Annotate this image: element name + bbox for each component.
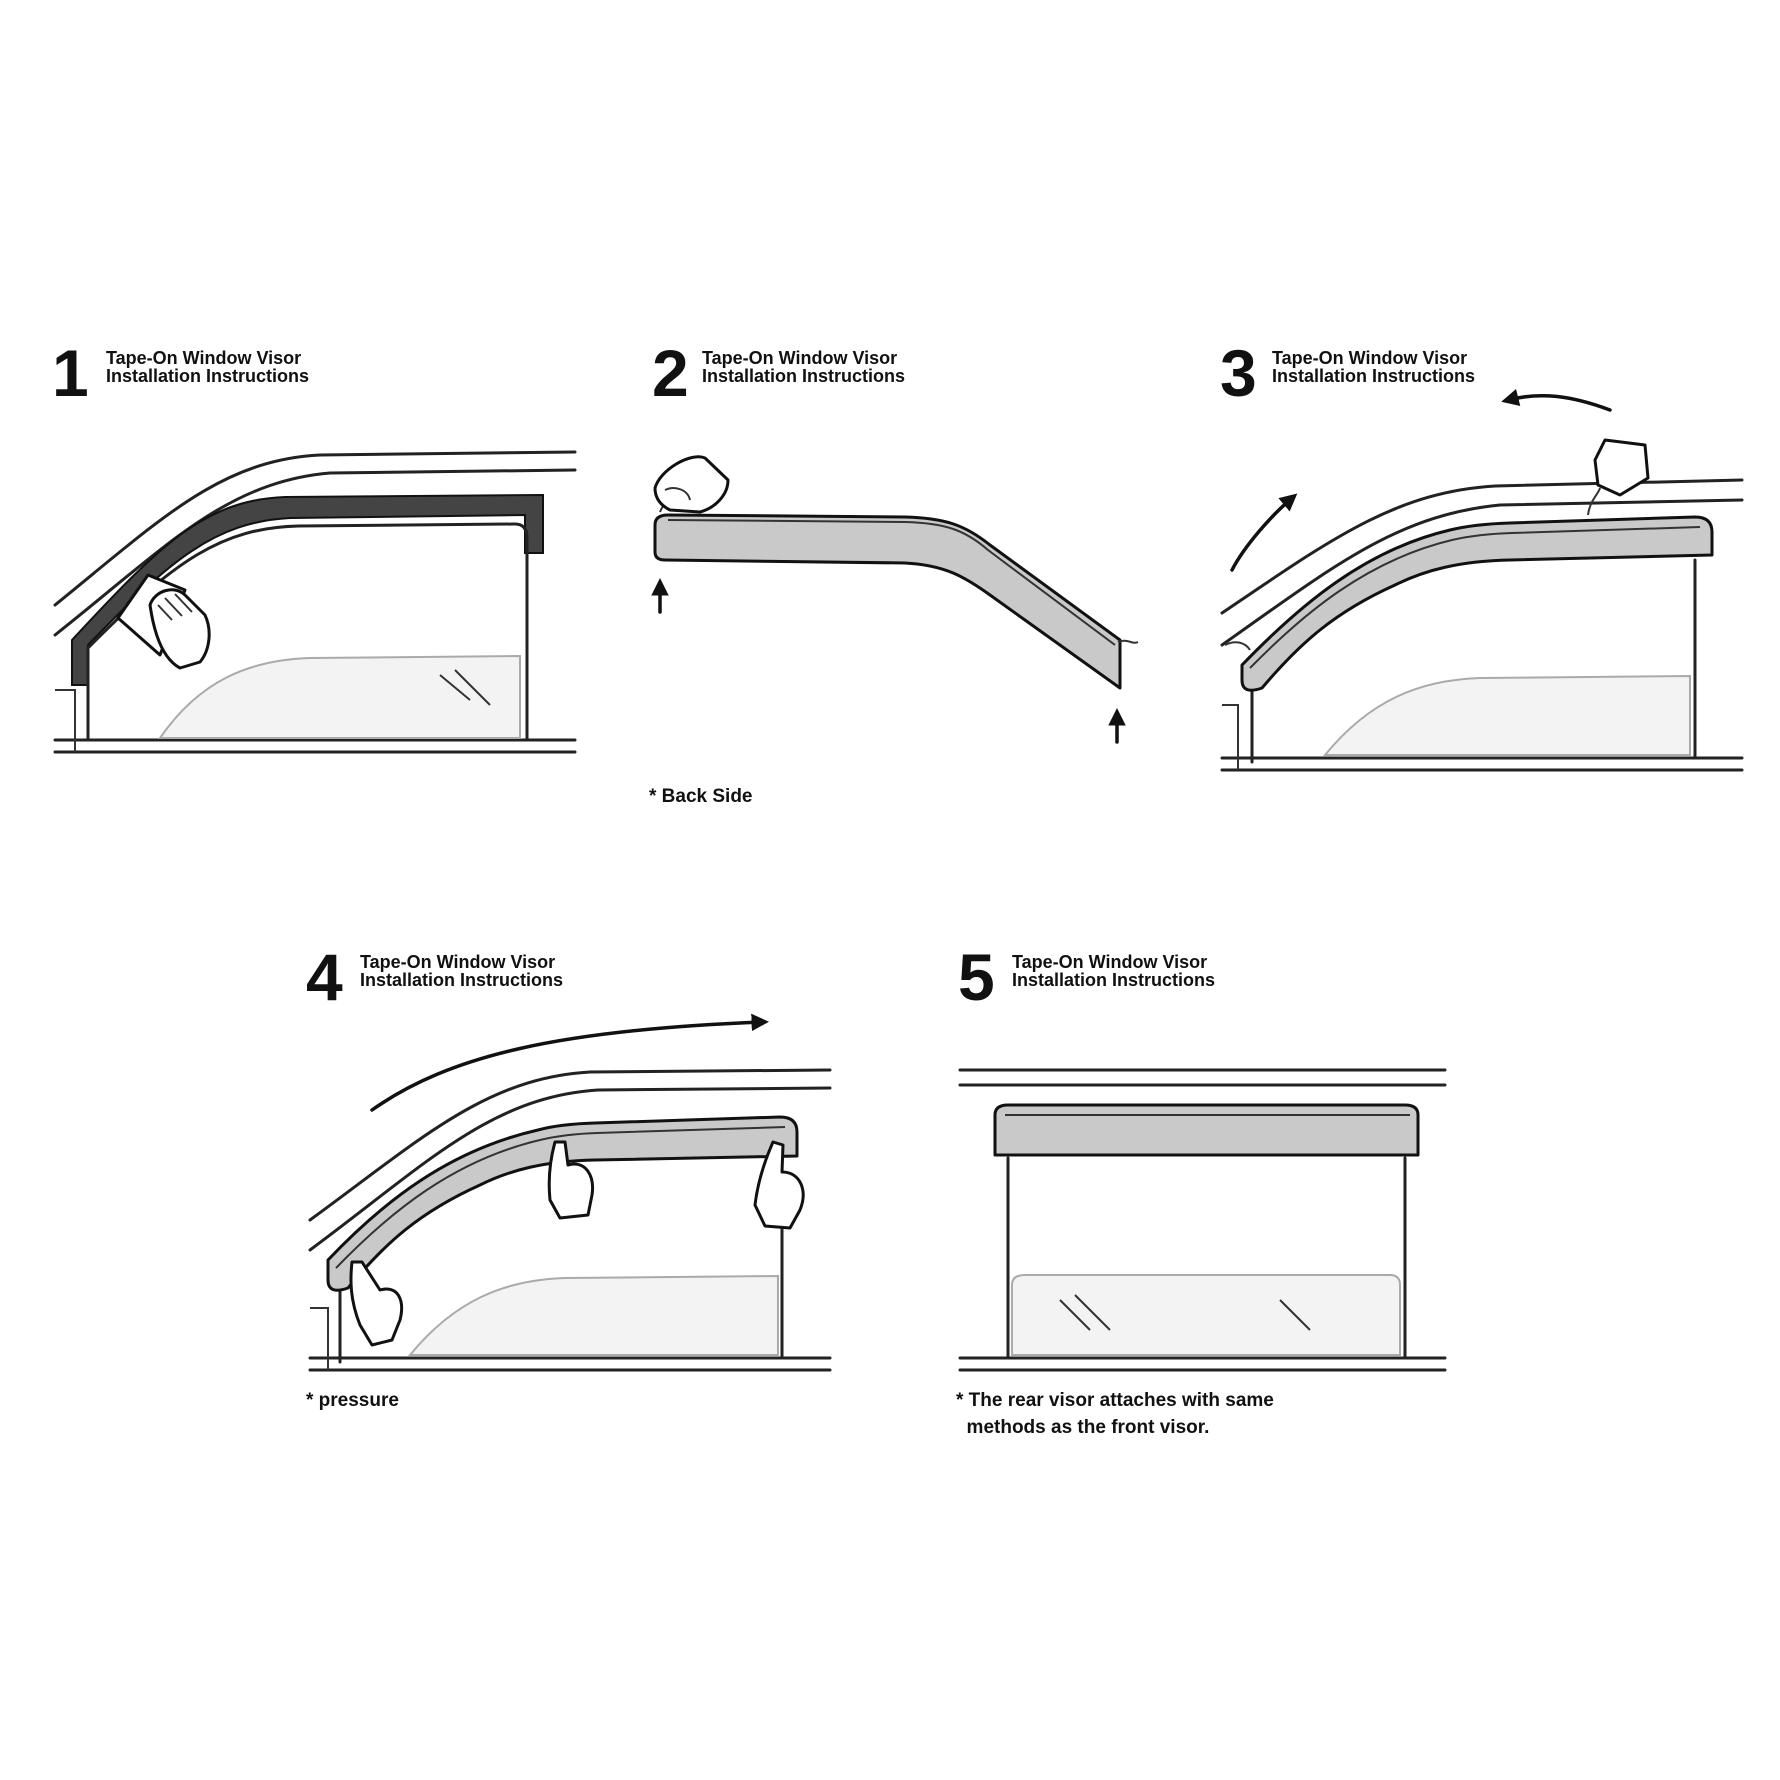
step-2-illustration bbox=[651, 455, 1139, 744]
step-1-title-line1: Tape-On Window Visor bbox=[106, 348, 302, 368]
step-4-slide-arrow-icon bbox=[370, 1013, 769, 1112]
step-2-title-line1: Tape-On Window Visor bbox=[702, 348, 898, 368]
step-4-illustration bbox=[308, 1013, 832, 1372]
step-5-visor bbox=[993, 1103, 1420, 1157]
step-4-pressing-hand-middle-icon bbox=[547, 1140, 595, 1220]
step-3-window-glass bbox=[1322, 674, 1691, 756]
step-5-note: * The rear visor attaches with same meth… bbox=[956, 1390, 1274, 1438]
step-3-pull-arrow-icon bbox=[1501, 388, 1612, 412]
step-2-visor bbox=[653, 513, 1122, 690]
step-5-illustration bbox=[958, 1068, 1447, 1372]
step-5-title-line2: Installation Instructions bbox=[1012, 970, 1216, 990]
step-2-title: Tape-On Window Visor Installation Instru… bbox=[702, 349, 905, 385]
step-2-note: * Back Side bbox=[649, 786, 753, 807]
step-4-pressing-hand-right-icon bbox=[753, 1140, 805, 1230]
step-3-title-line1: Tape-On Window Visor bbox=[1272, 348, 1468, 368]
step-4-number: 4 bbox=[306, 940, 343, 1014]
step-4-title-line1: Tape-On Window Visor bbox=[360, 952, 556, 972]
step-4-note: * pressure bbox=[306, 1390, 399, 1411]
step-4-title-line2: Installation Instructions bbox=[360, 970, 564, 990]
step-1-title-line2: Installation Instructions bbox=[106, 366, 310, 386]
step-3-visor bbox=[1240, 515, 1714, 692]
step-2-title-line2: Installation Instructions bbox=[702, 366, 906, 386]
step-3-pulling-hand-icon bbox=[1587, 438, 1650, 516]
step-2-number: 2 bbox=[652, 336, 689, 410]
step-3-title: Tape-On Window Visor Installation Instru… bbox=[1272, 349, 1475, 385]
step-1-window-glass bbox=[158, 654, 521, 739]
step-1-cleaning-hand-icon bbox=[116, 573, 211, 670]
step-4-title: Tape-On Window Visor Installation Instru… bbox=[360, 953, 563, 989]
step-2-peeling-hand-icon bbox=[653, 455, 730, 514]
step-5-title-line1: Tape-On Window Visor bbox=[1012, 952, 1208, 972]
step-4-pressing-hand-left-icon bbox=[349, 1260, 404, 1347]
step-5-title: Tape-On Window Visor Installation Instru… bbox=[1012, 953, 1215, 989]
step-1-title: Tape-On Window Visor Installation Instru… bbox=[106, 349, 309, 385]
step-1-illustration bbox=[53, 450, 577, 754]
step-1-number: 1 bbox=[52, 336, 89, 410]
step-5-number: 5 bbox=[958, 940, 995, 1014]
step-3-up-arrow-icon bbox=[1230, 493, 1298, 572]
step-3-illustration bbox=[1220, 388, 1744, 772]
step-4-window-glass bbox=[407, 1274, 779, 1356]
step-3-number: 3 bbox=[1220, 336, 1257, 410]
step-3-title-line2: Installation Instructions bbox=[1272, 366, 1476, 386]
step-5-window-glass bbox=[1011, 1274, 1401, 1356]
